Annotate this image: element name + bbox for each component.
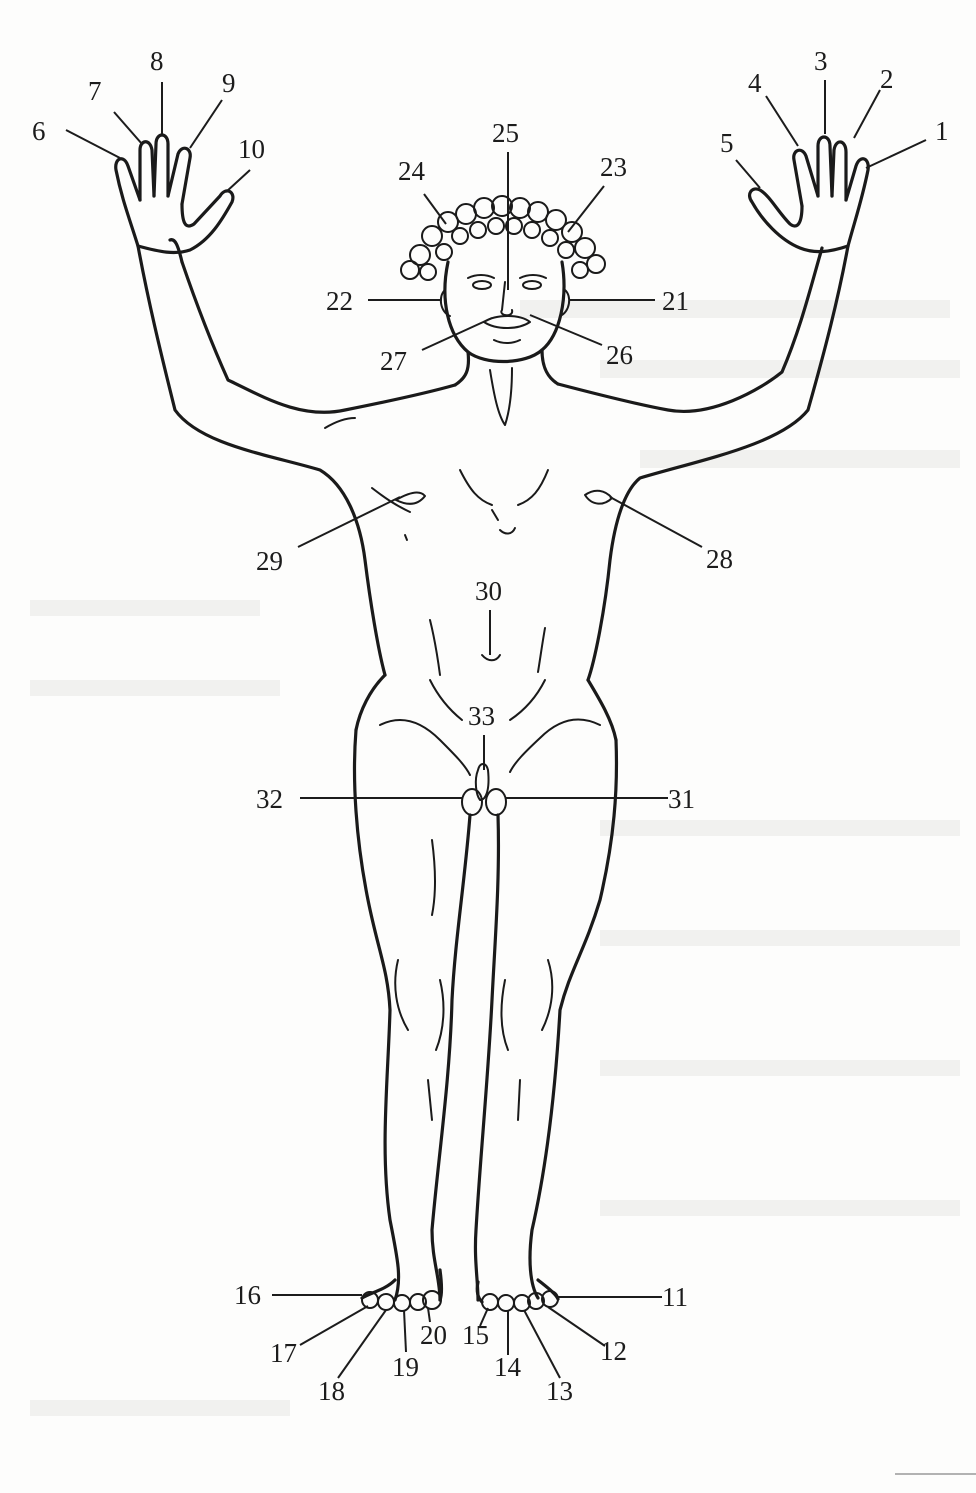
label-30: 30 <box>475 576 502 606</box>
label-24: 24 <box>398 156 426 186</box>
label-4: 4 <box>748 68 762 98</box>
label-8: 8 <box>150 46 164 76</box>
label-31: 31 <box>668 784 695 814</box>
label-18: 18 <box>318 1376 345 1406</box>
label-23: 23 <box>600 152 627 182</box>
label-2: 2 <box>880 64 894 94</box>
label-28: 28 <box>706 544 733 574</box>
label-33: 33 <box>468 701 495 731</box>
label-25: 25 <box>492 118 519 148</box>
leader-lines <box>66 80 926 1378</box>
left-foot <box>362 1270 442 1311</box>
label-1: 1 <box>935 116 949 146</box>
label-7: 7 <box>88 76 102 106</box>
label-14: 14 <box>494 1352 522 1382</box>
label-6: 6 <box>32 116 46 146</box>
label-13: 13 <box>546 1376 573 1406</box>
label-16: 16 <box>234 1280 261 1310</box>
curly-hair <box>401 196 605 280</box>
legs <box>355 730 617 1300</box>
label-29: 29 <box>256 546 283 576</box>
right-arm <box>558 137 868 680</box>
label-20: 20 <box>420 1320 447 1350</box>
label-3: 3 <box>814 46 828 76</box>
label-11: 11 <box>662 1282 688 1312</box>
label-22: 22 <box>326 286 353 316</box>
label-10: 10 <box>238 134 265 164</box>
label-12: 12 <box>600 1336 627 1366</box>
label-26: 26 <box>606 340 633 370</box>
bleed-through-texture <box>30 300 960 1416</box>
label-27: 27 <box>380 346 407 376</box>
label-19: 19 <box>392 1352 419 1382</box>
label-9: 9 <box>222 68 236 98</box>
right-foot <box>477 1280 558 1311</box>
label-15: 15 <box>462 1320 489 1350</box>
label-21: 21 <box>662 286 689 316</box>
label-5: 5 <box>720 128 734 158</box>
left-arm <box>116 135 455 675</box>
head <box>401 196 605 362</box>
label-32: 32 <box>256 784 283 814</box>
label-17: 17 <box>270 1338 297 1368</box>
